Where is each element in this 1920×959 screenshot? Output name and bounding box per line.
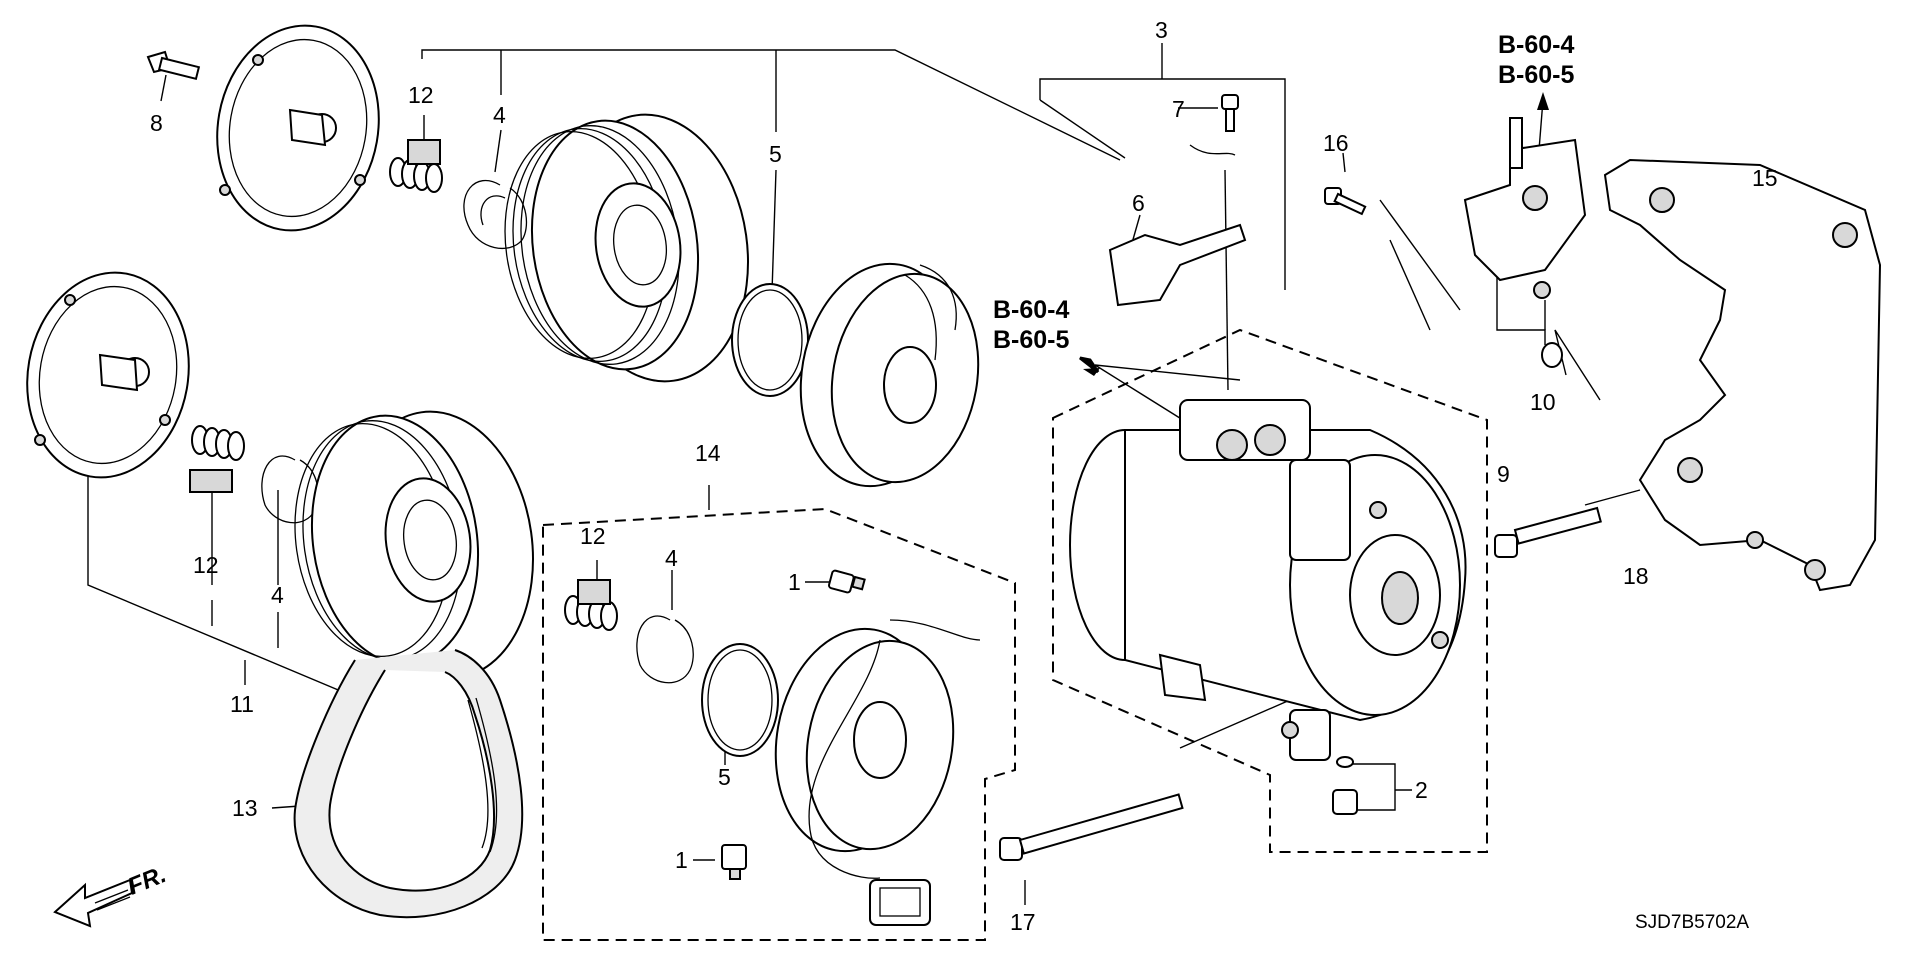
- callout-4-top: 4: [493, 102, 506, 128]
- callout-5-top: 5: [769, 141, 782, 167]
- callout-8: 8: [150, 110, 163, 136]
- shims-12-lower-icon: [189, 425, 245, 493]
- front-arrow-icon: [53, 878, 134, 928]
- bolt-7-icon: [1189, 94, 1239, 156]
- callout-10: 10: [1530, 389, 1556, 415]
- callout-7: 7: [1172, 96, 1185, 122]
- bolt-16-icon: [1324, 187, 1367, 216]
- callout-13: 13: [232, 795, 258, 821]
- bolt-8-icon: [146, 50, 201, 81]
- callout-4-mid: 4: [271, 582, 284, 608]
- callout-14: 14: [695, 440, 721, 466]
- pulley-lower-icon: [294, 410, 534, 680]
- pulley-upper-icon: [504, 113, 749, 383]
- snap-ring-4-lower-icon: [261, 455, 319, 524]
- clutch-plate-lower-icon: [26, 271, 190, 479]
- bolt-18-icon: [1494, 506, 1602, 558]
- fitting-2-icon: [1332, 756, 1358, 815]
- bracket-6-icon: [1108, 223, 1247, 307]
- group-box-14: [542, 507, 1016, 941]
- callout-11: 11: [230, 691, 254, 717]
- callout-16: 16: [1323, 130, 1349, 156]
- clutch-plate-upper-icon: [216, 24, 380, 232]
- drawing-code: SJD7B5702A: [1635, 912, 1749, 933]
- coil-connector-icon: [869, 879, 931, 926]
- callout-18: 18: [1623, 563, 1649, 589]
- callout-15: 15: [1752, 165, 1778, 191]
- callout-1-lower: 1: [675, 847, 688, 873]
- connector-1-upper-icon: [828, 569, 866, 594]
- callout-12-mid: 12: [193, 552, 219, 578]
- bracket-plate-15-icon: [1603, 158, 1882, 592]
- callout-4-box: 4: [665, 545, 678, 571]
- callout-2: 2: [1415, 777, 1428, 803]
- washer-10-icon: [1541, 342, 1563, 368]
- circlip-5-upper-icon: [731, 283, 809, 397]
- bolt-17-icon: [999, 793, 1184, 861]
- ref-code-center-line2: B-60-5: [993, 326, 1070, 354]
- callout-12-top: 12: [408, 82, 434, 108]
- callout-5-box: 5: [718, 764, 731, 790]
- callout-labels: 8 12 4 5 3 7 6 16 15 10 9 18 14 12 4 1 5…: [124, 17, 1777, 935]
- compressor-body-icon: [1069, 399, 1467, 761]
- callout-3: 3: [1155, 17, 1168, 43]
- mount-bracket-9-icon: [1463, 117, 1587, 299]
- ref-code-top-right-line2: B-60-5: [1498, 61, 1575, 89]
- field-coil-upper-icon: [799, 262, 980, 488]
- ref-code-top-right-line1: B-60-4: [1498, 31, 1575, 59]
- connector-1-lower-icon: [721, 844, 747, 880]
- ref-code-center-line1: B-60-4: [993, 296, 1070, 324]
- snap-ring-4-upper-icon: [463, 179, 528, 249]
- callout-12-box: 12: [580, 523, 606, 549]
- shims-12-upper-icon: [389, 139, 443, 193]
- callout-6: 6: [1132, 190, 1145, 216]
- field-coil-box-icon: [774, 619, 981, 879]
- shims-12-box-icon: [564, 579, 618, 631]
- callout-1-upper: 1: [788, 569, 801, 595]
- snap-ring-4-box-icon: [636, 615, 694, 684]
- drive-belt-13-icon: [293, 649, 524, 919]
- group-box-compressor: [1052, 328, 1488, 853]
- callout-17: 17: [1010, 909, 1036, 935]
- front-direction-label: FR.: [124, 861, 170, 901]
- circlip-5-box-icon: [701, 643, 779, 757]
- callout-9: 9: [1497, 461, 1510, 487]
